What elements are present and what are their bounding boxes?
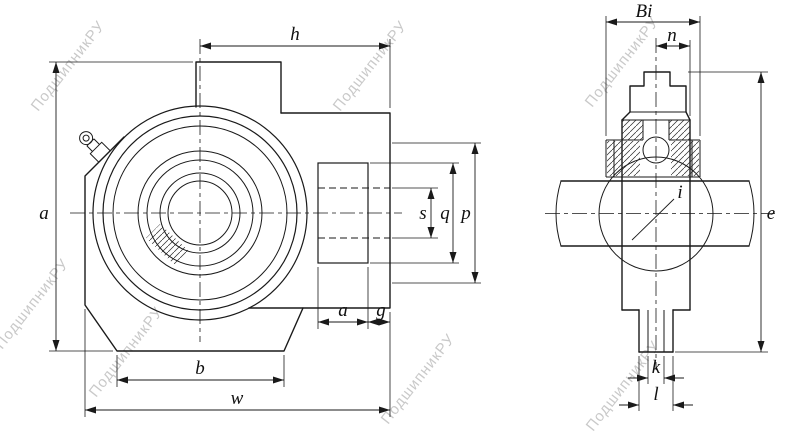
dim-label-a-left: a <box>39 203 49 224</box>
dim-label-bi: Bi <box>636 1 653 22</box>
dim-label-s: s <box>419 203 426 224</box>
grease-fitting <box>79 131 111 163</box>
dimension-i: i <box>631 182 683 241</box>
bore-circles <box>92 105 308 321</box>
dimension-b: b <box>116 355 285 387</box>
dim-label-q: q <box>440 203 450 224</box>
housing-bore-silhouette <box>598 156 714 272</box>
centerlines <box>545 38 775 370</box>
centerlines <box>70 39 402 342</box>
dimension-k: k <box>628 356 684 384</box>
dimension-w: w <box>84 309 391 417</box>
dimension-bi: Bi <box>605 1 701 136</box>
dimension-q: q <box>370 162 459 264</box>
dimension-a-slot: a <box>317 267 369 329</box>
dimension-h: h <box>200 24 391 108</box>
dimension-p: p <box>392 142 481 284</box>
shaft <box>555 180 755 247</box>
dimension-e: e <box>675 71 775 353</box>
dim-label-l: l <box>653 384 658 405</box>
bearing-section <box>605 119 701 178</box>
section-hatch-patch <box>146 224 190 266</box>
side-view: i Bi n e k <box>545 1 775 411</box>
dim-label-b: b <box>195 358 205 379</box>
dim-label-g: g <box>376 300 386 321</box>
dim-label-h: h <box>290 24 300 45</box>
front-view: h a s q p <box>39 24 481 417</box>
watermark-text: ПодшипникРУ <box>28 18 109 115</box>
dim-label-i: i <box>677 182 682 203</box>
watermark-text: ПодшипникРУ <box>582 14 663 111</box>
dimension-g: g <box>368 300 390 326</box>
dimension-n: n <box>656 25 691 116</box>
watermark-text: ПодшипникРУ <box>0 256 73 353</box>
watermark-text: ПодшипникРУ <box>330 18 411 115</box>
housing-outline <box>84 61 391 352</box>
dimension-l: l <box>619 356 693 411</box>
dim-label-e: e <box>767 203 775 224</box>
dim-label-k: k <box>652 357 661 378</box>
watermark-text: ПодшипникРУ <box>86 304 167 401</box>
dim-label-n: n <box>667 25 677 46</box>
watermark-layer: ПодшипникРУ ПодшипникРУ ПодшипникРУ Подш… <box>0 14 664 435</box>
dim-label-w: w <box>231 388 244 409</box>
slide-slot <box>317 162 390 264</box>
dimension-s: s <box>392 187 438 239</box>
bearing-ball <box>642 136 670 164</box>
dim-label-a-slot: a <box>338 300 348 321</box>
dim-label-p: p <box>459 203 471 224</box>
dimension-a-left: a <box>39 61 193 352</box>
